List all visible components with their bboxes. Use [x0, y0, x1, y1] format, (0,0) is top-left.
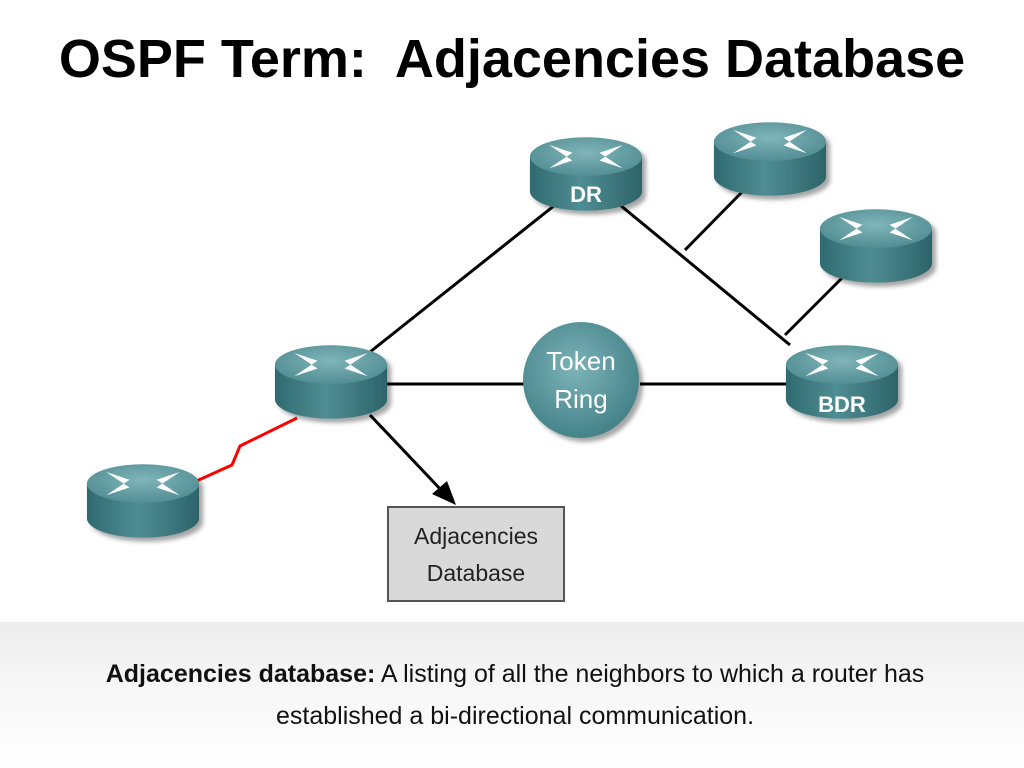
bdr-label: BDR — [818, 392, 866, 417]
router-dr: DR — [529, 137, 643, 211]
token-ring-label-line2: Ring — [554, 384, 607, 414]
token-ring: Token Ring — [523, 322, 639, 438]
caption-definition: A listing of all the neighbors to which … — [275, 660, 925, 730]
database-label-line2: Database — [427, 560, 525, 586]
link-hub-router-2 — [783, 276, 844, 337]
router-top-right — [713, 122, 827, 196]
router-remote — [86, 464, 200, 538]
link-hub-router-1 — [683, 190, 744, 252]
caption-term: Adjacencies database: — [105, 660, 376, 688]
router-left — [274, 345, 388, 419]
router-mid-right — [819, 209, 933, 283]
wan-serial-link — [191, 416, 298, 485]
adjacencies-database-box: Adjacencies Database — [387, 506, 565, 602]
database-label-line1: Adjacencies — [414, 523, 538, 549]
router-bdr: BDR — [785, 345, 899, 419]
slide-title: OSPF Term: Adjacencies Database — [58, 29, 966, 89]
link-left-dr — [369, 203, 556, 354]
arrow-head-icon — [432, 481, 456, 505]
ospf-network-diagram: DR BDR Token Ring Adjacencies Database — [86, 122, 933, 602]
caption-background — [0, 622, 1024, 768]
definition-caption: Adjacencies database: A listing of all t… — [60, 653, 970, 737]
token-ring-label-line1: Token — [546, 346, 615, 376]
arrow-to-database-line — [368, 413, 445, 494]
dr-label: DR — [570, 182, 602, 207]
link-dr-bdr — [619, 203, 791, 347]
